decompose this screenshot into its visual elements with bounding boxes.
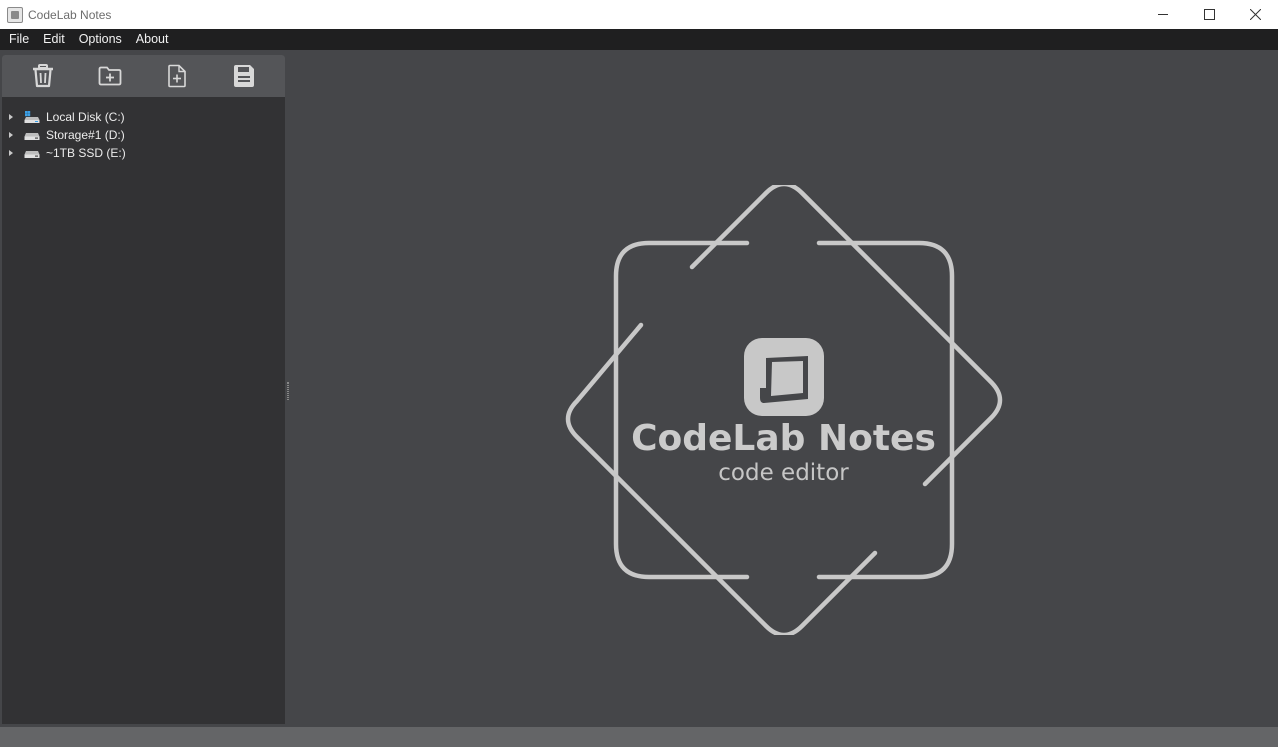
panel-splitter-handle[interactable] (287, 382, 289, 400)
window-controls (1140, 0, 1278, 29)
expand-arrow-icon[interactable] (9, 132, 13, 138)
menu-options[interactable]: Options (78, 32, 122, 46)
new-file-button[interactable] (160, 59, 194, 93)
menu-bar: File Edit Options About (0, 29, 1278, 50)
status-bar (0, 727, 1278, 747)
tree-item-local-disk-c[interactable]: Local Disk (C:) (2, 108, 285, 126)
menu-file[interactable]: File (9, 32, 30, 46)
new-file-icon (168, 64, 186, 88)
minimize-icon (1157, 14, 1168, 15)
delete-button[interactable] (26, 59, 60, 93)
tree-item-ssd-e[interactable]: ~1TB SSD (E:) (2, 144, 285, 162)
codelab-logo (565, 185, 1003, 635)
editor-area: CodeLab Notes code editor (289, 50, 1278, 727)
title-bar: CodeLab Notes (0, 0, 1278, 29)
app-icon (7, 6, 23, 23)
tree-item-storage-d[interactable]: Storage#1 (D:) (2, 126, 285, 144)
file-tree: Local Disk (C:) Storage#1 (D:) ~1TB SSD … (2, 97, 285, 162)
new-folder-button[interactable] (93, 59, 127, 93)
tree-item-label: Storage#1 (D:) (46, 128, 125, 142)
save-icon (233, 65, 254, 87)
close-icon (1249, 9, 1261, 20)
system-drive-icon (24, 111, 40, 123)
minimize-button[interactable] (1140, 0, 1186, 29)
drive-icon (24, 151, 40, 158)
expand-arrow-icon[interactable] (9, 150, 13, 156)
save-button[interactable] (227, 59, 261, 93)
menu-about[interactable]: About (135, 32, 169, 46)
menu-edit[interactable]: Edit (43, 32, 65, 46)
tree-item-label: Local Disk (C:) (46, 110, 125, 124)
sidebar: Local Disk (C:) Storage#1 (D:) ~1TB SSD … (2, 55, 285, 724)
window-title: CodeLab Notes (28, 7, 112, 22)
maximize-icon (1203, 9, 1215, 20)
drive-icon (24, 133, 40, 140)
trash-icon (33, 64, 54, 88)
tree-item-label: ~1TB SSD (E:) (46, 146, 126, 160)
new-folder-icon (98, 66, 122, 86)
sidebar-toolbar (2, 55, 285, 97)
maximize-button[interactable] (1186, 0, 1232, 29)
close-button[interactable] (1232, 0, 1278, 29)
expand-arrow-icon[interactable] (9, 114, 13, 120)
splash-title: CodeLab Notes (631, 418, 936, 459)
splash-subtitle: code editor (718, 460, 849, 486)
